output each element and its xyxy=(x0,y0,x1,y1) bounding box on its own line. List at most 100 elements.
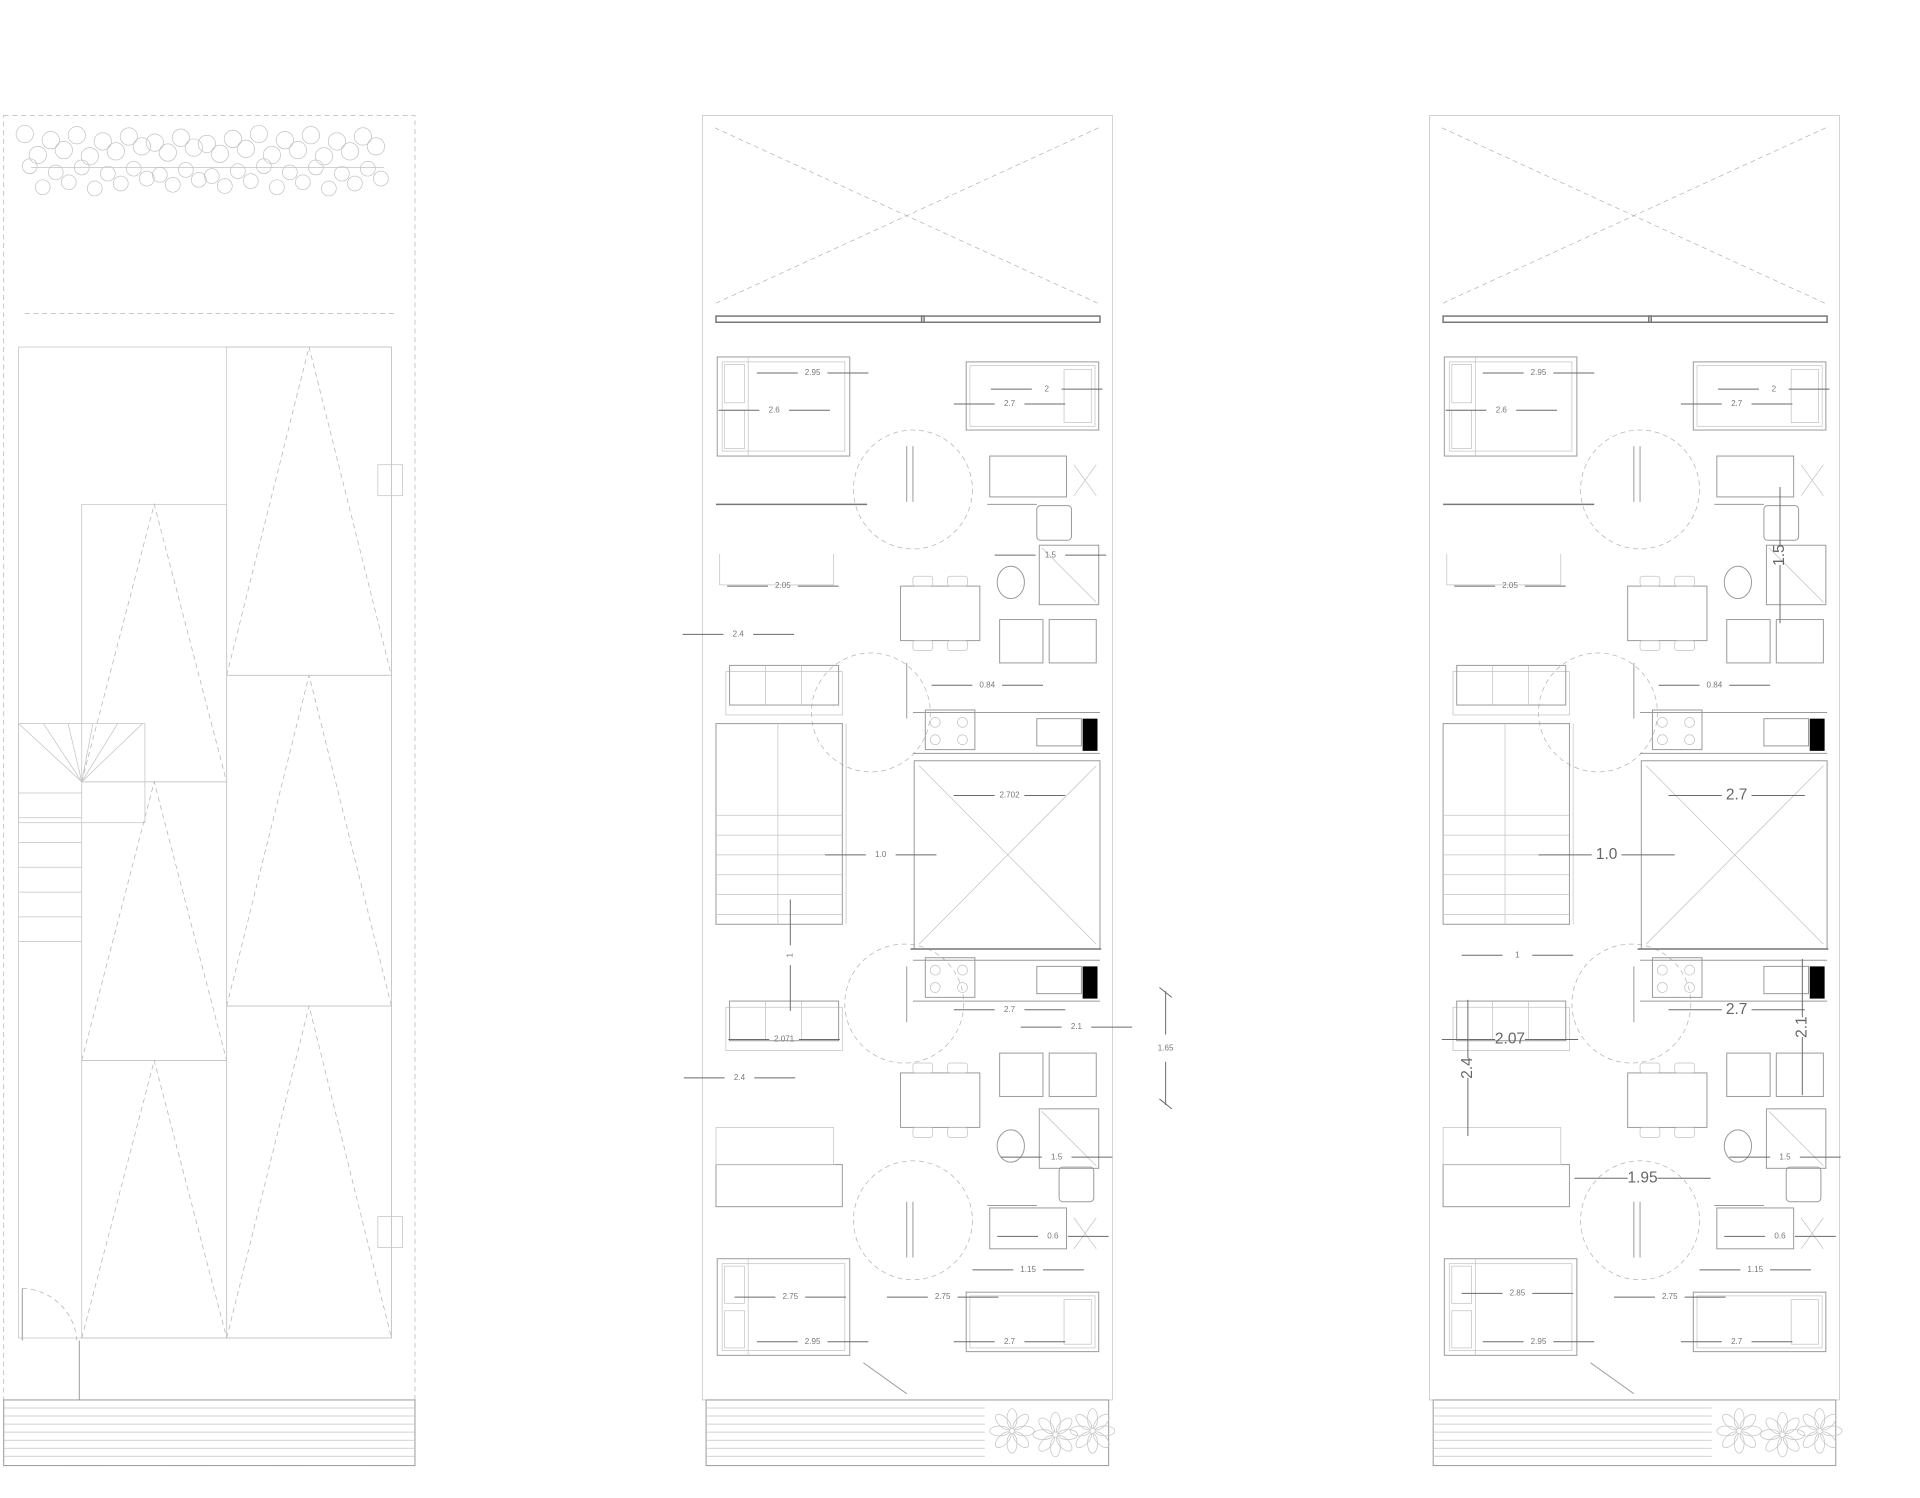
tree-canopy-icon xyxy=(204,168,220,184)
plant-icon xyxy=(1821,1425,1843,1437)
door-swing xyxy=(810,652,931,773)
tree-canopy-icon xyxy=(112,175,129,192)
sidewalk xyxy=(3,1399,416,1467)
plant-icon xyxy=(1765,1417,1782,1435)
tree-canopy-icon xyxy=(80,147,99,166)
window-wall xyxy=(715,315,925,324)
sink xyxy=(1763,718,1810,747)
dimension-label: 1 xyxy=(785,952,794,957)
plant-icon xyxy=(1012,1413,1029,1431)
shower-drain-line xyxy=(1768,1111,1824,1167)
desk xyxy=(989,1207,1068,1250)
tree-canopy-icon xyxy=(41,131,60,150)
burner-icon xyxy=(957,982,968,993)
plant-icon xyxy=(1777,1411,1788,1433)
plant-icon xyxy=(1716,1425,1738,1437)
dimension-label: 2.702 xyxy=(999,791,1020,800)
tree-canopy-icon xyxy=(321,180,337,197)
single-bed xyxy=(965,1291,1100,1353)
dimension-label: 2.75 xyxy=(1662,1292,1678,1301)
sofa xyxy=(1456,664,1567,706)
tree-canopy-icon xyxy=(282,164,298,181)
dimension-label: 2.85 xyxy=(1510,1289,1526,1298)
plant-icon xyxy=(1057,1429,1079,1440)
plant-icon xyxy=(1722,1413,1739,1431)
chair xyxy=(1674,1127,1695,1138)
chair xyxy=(947,1062,968,1074)
stair-winder xyxy=(81,723,118,783)
dryer xyxy=(1775,1052,1824,1097)
site-boundary xyxy=(3,115,416,1466)
door-swing xyxy=(1580,1160,1700,1281)
building-outline xyxy=(701,115,1113,1401)
chair xyxy=(1674,640,1695,651)
wardrobe xyxy=(1442,1164,1570,1208)
tree-canopy-icon xyxy=(191,172,207,188)
tree-canopy-icon xyxy=(223,129,242,148)
door-swing xyxy=(853,429,973,550)
plant-icon xyxy=(1006,1433,1018,1454)
roof-panel xyxy=(81,1060,228,1339)
burner-icon xyxy=(1657,964,1668,976)
plant-icon xyxy=(1796,1425,1818,1437)
plant-icon xyxy=(1050,1436,1061,1458)
dimension-label: 2.95 xyxy=(1531,1337,1547,1346)
tv-unit xyxy=(1442,1127,1562,1165)
stove xyxy=(1651,709,1703,751)
dryer xyxy=(1775,619,1824,664)
chair xyxy=(947,1127,968,1138)
plant-icon xyxy=(1820,1413,1837,1431)
plant-icon xyxy=(995,1431,1012,1448)
skylight xyxy=(377,464,403,497)
plant-icon xyxy=(1012,1431,1029,1448)
lavatory-sink xyxy=(1036,505,1072,541)
pillow xyxy=(1790,1299,1819,1345)
chair xyxy=(1639,640,1661,651)
plant-icon xyxy=(1783,1435,1800,1452)
single-bed xyxy=(1692,1291,1827,1353)
chair xyxy=(947,640,968,651)
door-swing xyxy=(1580,429,1700,550)
door-swing xyxy=(844,943,965,1064)
bed-mattress xyxy=(969,365,1096,427)
handrail-bar xyxy=(1590,1362,1635,1395)
dimension-label: 2.1 xyxy=(1793,1016,1810,1038)
pillow xyxy=(1790,368,1819,423)
void-mark xyxy=(918,765,1097,945)
bed-mattress xyxy=(969,1295,1096,1349)
dimension-label: 1.0 xyxy=(875,850,887,859)
plant-icon xyxy=(1784,1429,1806,1440)
garden xyxy=(705,1399,1110,1467)
burner-icon xyxy=(929,717,941,728)
chair xyxy=(912,1062,934,1074)
burner-icon xyxy=(929,982,941,993)
dimension-label: 2 xyxy=(1772,384,1777,393)
shower-drain-line xyxy=(1768,547,1824,603)
tree-canopy-icon xyxy=(34,179,51,196)
tv-unit xyxy=(719,553,835,586)
tree-canopy-icon xyxy=(145,133,164,152)
toilet-icon xyxy=(1723,565,1753,599)
tree-canopy-icon xyxy=(197,134,216,153)
pillow xyxy=(1063,368,1092,423)
plant-icon xyxy=(1802,1413,1820,1431)
pillow xyxy=(724,364,745,404)
dimension-label: 1.15 xyxy=(1020,1265,1036,1274)
toilet-icon xyxy=(996,1129,1025,1163)
tree-canopy-icon xyxy=(327,132,346,151)
garden xyxy=(1432,1399,1837,1467)
tree-canopy-icon xyxy=(93,132,112,151)
plant-icon xyxy=(1739,1413,1757,1431)
tree-canopy-icon xyxy=(67,126,86,145)
sofa-base xyxy=(725,671,843,716)
dimension-label: 2.07 xyxy=(1495,1031,1525,1048)
dining-table xyxy=(900,585,981,642)
dimension-label: 1.5 xyxy=(1051,1152,1063,1161)
desk xyxy=(989,455,1068,498)
sofa-base xyxy=(1452,671,1570,716)
tree-canopy-icon xyxy=(243,173,259,189)
roof-ridge xyxy=(226,346,392,676)
tree-canopy-icon xyxy=(99,165,116,182)
plant-icon xyxy=(1733,1408,1745,1429)
